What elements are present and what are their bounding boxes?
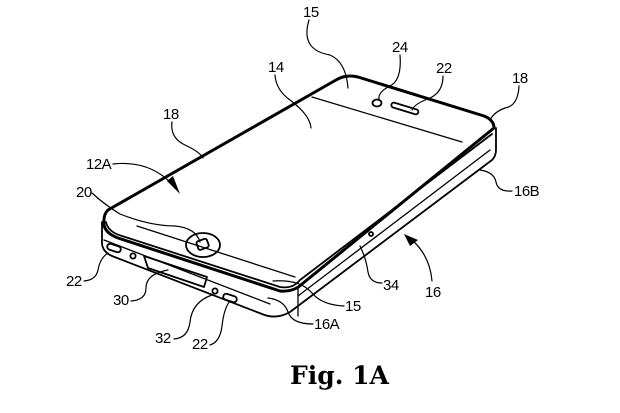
side-hole xyxy=(368,231,374,237)
label-14: 14 xyxy=(268,59,284,76)
label-15-top: 15 xyxy=(303,4,319,21)
leader-16A xyxy=(267,297,314,325)
label-16: 16 xyxy=(425,284,441,301)
leader-24 xyxy=(378,54,401,100)
dock-connector xyxy=(143,255,208,288)
label-12A: 12A xyxy=(86,156,112,173)
side-band-line-front xyxy=(103,239,271,305)
label-30: 30 xyxy=(113,292,129,309)
earpiece-speaker xyxy=(390,101,420,116)
leader-18-right xyxy=(489,85,520,121)
microphone-hole-left xyxy=(129,252,137,260)
label-16A: 16A xyxy=(314,316,340,333)
arrowhead-12A xyxy=(167,176,180,194)
home-button-square xyxy=(195,237,210,251)
front-face-outline xyxy=(102,74,496,293)
figure-caption: Fig. 1A xyxy=(290,361,390,390)
leader-15-top xyxy=(306,19,349,89)
leader-18-left xyxy=(171,121,204,159)
leader-34 xyxy=(359,245,383,284)
speaker-grill-right xyxy=(222,292,238,304)
screen-top-line xyxy=(311,96,463,143)
leader-20 xyxy=(91,192,201,243)
leader-14 xyxy=(274,74,312,129)
leader-16 xyxy=(411,239,433,282)
label-34: 34 xyxy=(383,277,399,294)
label-18-right: 18 xyxy=(512,70,528,87)
leader-22-left xyxy=(83,252,109,282)
speaker-grill-left xyxy=(106,242,122,254)
leader-16B xyxy=(479,169,513,192)
phone-device xyxy=(101,74,497,318)
microphone-hole-32 xyxy=(211,287,219,295)
screen-bottom-line xyxy=(136,225,296,278)
leader-15-bottom xyxy=(272,280,345,307)
bezel-inner-edge xyxy=(105,133,493,289)
label-20: 20 xyxy=(76,184,92,201)
leader-22-bottom xyxy=(209,300,231,346)
label-18-left: 18 xyxy=(163,106,179,123)
front-camera xyxy=(371,98,383,108)
label-22-top: 22 xyxy=(436,60,452,77)
label-22-bottom: 22 xyxy=(192,336,208,353)
side-band-line xyxy=(297,149,491,297)
leader-12A xyxy=(112,162,174,186)
leader-lines xyxy=(83,19,520,346)
label-24: 24 xyxy=(392,39,408,56)
arrowhead-16 xyxy=(404,234,418,246)
leader-22-top xyxy=(411,75,444,111)
label-15-bottom: 15 xyxy=(345,298,361,315)
body-side-left xyxy=(101,127,497,318)
reference-labels: 15 24 22 18 14 18 12A 20 16B 22 30 32 22… xyxy=(66,4,540,353)
leader-30 xyxy=(130,269,169,302)
home-button xyxy=(185,232,221,258)
label-22-left: 22 xyxy=(66,273,82,290)
label-16B: 16B xyxy=(514,183,540,200)
leader-32 xyxy=(173,294,213,340)
label-32: 32 xyxy=(155,330,171,347)
